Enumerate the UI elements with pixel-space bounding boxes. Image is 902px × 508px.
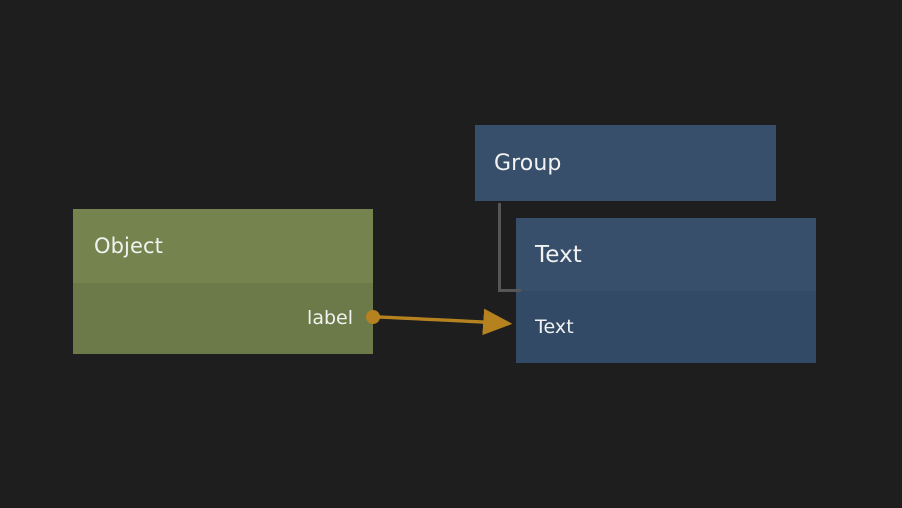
group-node-title: Group: [494, 150, 562, 176]
object-node-body[interactable]: label: [73, 283, 373, 354]
text-node-title: Text: [535, 241, 582, 268]
object-node-header[interactable]: Object: [73, 209, 373, 283]
group-node[interactable]: Group: [475, 125, 776, 201]
text-node-header[interactable]: Text: [516, 218, 816, 291]
object-node-title: Object: [94, 234, 163, 258]
object-node[interactable]: Object label: [73, 209, 373, 354]
group-node-header[interactable]: Group: [475, 125, 776, 201]
text-node-body[interactable]: Text: [516, 291, 816, 363]
port-label-label[interactable]: label: [307, 307, 353, 329]
text-node[interactable]: Text Text: [516, 218, 816, 363]
text-node-subtitle: Text: [535, 316, 574, 338]
edge-object-label-to-text[interactable]: [378, 308, 513, 336]
